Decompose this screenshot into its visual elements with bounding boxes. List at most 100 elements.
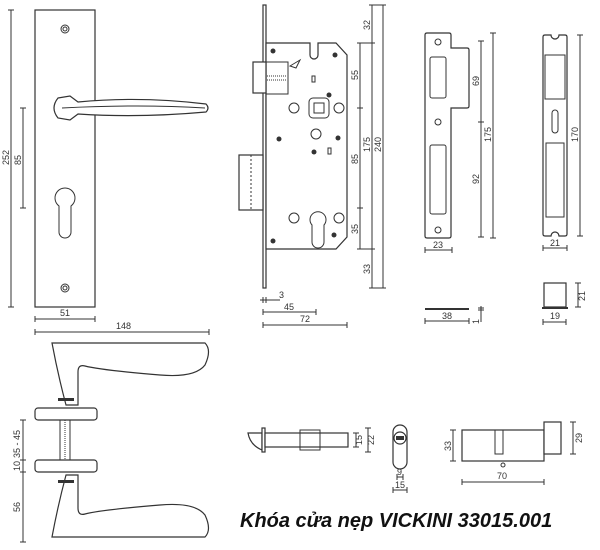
spindle-hub (308, 97, 330, 119)
strike-box (543, 282, 567, 308)
euro-cylinder: 33 70 29 (443, 421, 584, 485)
strike-plate-body (424, 32, 470, 239)
latch-bracket (299, 429, 321, 451)
screw-hole (434, 226, 442, 234)
dim-line-21 (542, 245, 568, 251)
cylinder-logo (396, 436, 404, 440)
thumb-turn (543, 421, 562, 455)
case-screws (270, 48, 341, 244)
dim-depth: 72 (300, 314, 310, 324)
dim-lines-box (542, 282, 581, 325)
dim-lines-side (20, 419, 26, 543)
back-plate (34, 9, 96, 308)
latch-body (264, 432, 349, 448)
keyhole (54, 187, 76, 239)
set-screw (58, 480, 74, 483)
dim-handle-to-key: 85 (13, 155, 23, 165)
dim-rose: 10 (12, 461, 22, 471)
dim-body: 175 (362, 137, 372, 152)
screw-hole (434, 118, 442, 126)
dim-latch-inner: 15 (354, 435, 364, 445)
mortise-lock-body: 32 55 85 35 175 240 33 3 45 72 (238, 4, 386, 328)
latch-housing (265, 61, 289, 95)
dim-box-width: 19 (550, 311, 560, 321)
dim-total: 240 (373, 137, 383, 152)
dim-middle: 85 (350, 154, 360, 164)
dim-cyl-height: 33 (443, 441, 453, 451)
cylinder-hole (309, 211, 327, 249)
dim-line-3 (260, 297, 280, 303)
mount-hole (288, 212, 300, 224)
dim-box-height: 21 (577, 291, 587, 301)
dim-cyl-outer: 15 (395, 480, 405, 490)
dim-upper: 55 (350, 70, 360, 80)
upper-opening (544, 54, 566, 100)
latch-trigger (288, 58, 302, 69)
dim-knob: 29 (574, 433, 584, 443)
dim-lines-cylinder (450, 421, 576, 485)
dim-cyl-length: 70 (497, 471, 507, 481)
latch-opening (429, 56, 447, 99)
screw-hole-top (60, 24, 70, 34)
dim-strike-upper: 69 (471, 76, 481, 86)
latch-bolt-side: 15 22 (247, 427, 376, 453)
mount-hole (333, 212, 345, 224)
set-screw (58, 398, 74, 401)
slot (311, 75, 316, 83)
dim-plate-width: 51 (60, 308, 70, 318)
handle-side-view: 35 - 45 10 56 (12, 342, 210, 543)
dim-lines-latch (353, 427, 371, 453)
dim-faceplate: 3 (279, 290, 284, 300)
dim-line-45 (262, 309, 317, 315)
slot (327, 147, 332, 155)
dim-lower: 35 (350, 224, 360, 234)
dim-strike-width: 23 (433, 240, 443, 250)
dim-line-23 (424, 247, 453, 253)
strike-plate-secondary: 170 21 21 19 (542, 34, 587, 325)
handle-plate-front-view: 252 85 51 148 (1, 9, 210, 335)
latch-spring (267, 75, 287, 81)
dim-backset: 45 (284, 302, 294, 312)
dim-line-170 (577, 34, 583, 237)
screw-hole-top-inner (62, 26, 68, 32)
dim-line-72 (262, 322, 348, 328)
dim-strike-lower: 92 (471, 174, 481, 184)
fixing-hole (500, 462, 506, 468)
dim-plate-height: 252 (1, 150, 11, 165)
dim-projection: 56 (12, 502, 22, 512)
lower-rose (34, 459, 98, 473)
upper-rose (34, 407, 98, 421)
slot-opening (551, 109, 559, 134)
mount-hole (310, 128, 322, 140)
mount-hole (288, 102, 300, 114)
latch-bolt (252, 61, 267, 94)
dim-latch-outer: 22 (366, 435, 376, 445)
strike-plate: 69 92 175 23 38 1 (424, 32, 496, 324)
strike-plate-2-body (542, 34, 568, 237)
dim-bottom: 33 (362, 264, 372, 274)
deadbolt-opening (429, 144, 447, 215)
dim-strike-thickness: 1 (471, 319, 481, 324)
upper-lever-side (51, 342, 210, 406)
lower-lever-side (51, 474, 210, 538)
dim-lines-cyl-end (392, 474, 408, 493)
dim-total-length: 148 (116, 321, 131, 331)
lock-case (265, 42, 348, 250)
dim-strike2-width: 21 (550, 238, 560, 248)
screw-hole (434, 38, 442, 46)
dim-cyl-inner: 9 (397, 467, 402, 477)
cylinder-end-view: 9 15 (392, 424, 408, 493)
dim-top: 32 (362, 20, 372, 30)
lever-handle (53, 95, 209, 121)
mount-hole (333, 102, 345, 114)
dim-door-thickness: 35 - 45 (12, 430, 22, 458)
latch-head (247, 432, 263, 451)
dim-ticks (357, 4, 386, 289)
product-title: Khóa cửa nẹp VICKINI 33015.001 (240, 510, 553, 532)
lever-handle-ridge (61, 105, 206, 109)
dim-lines (478, 32, 496, 239)
dim-line-38 (424, 306, 484, 324)
lower-opening (545, 142, 565, 218)
